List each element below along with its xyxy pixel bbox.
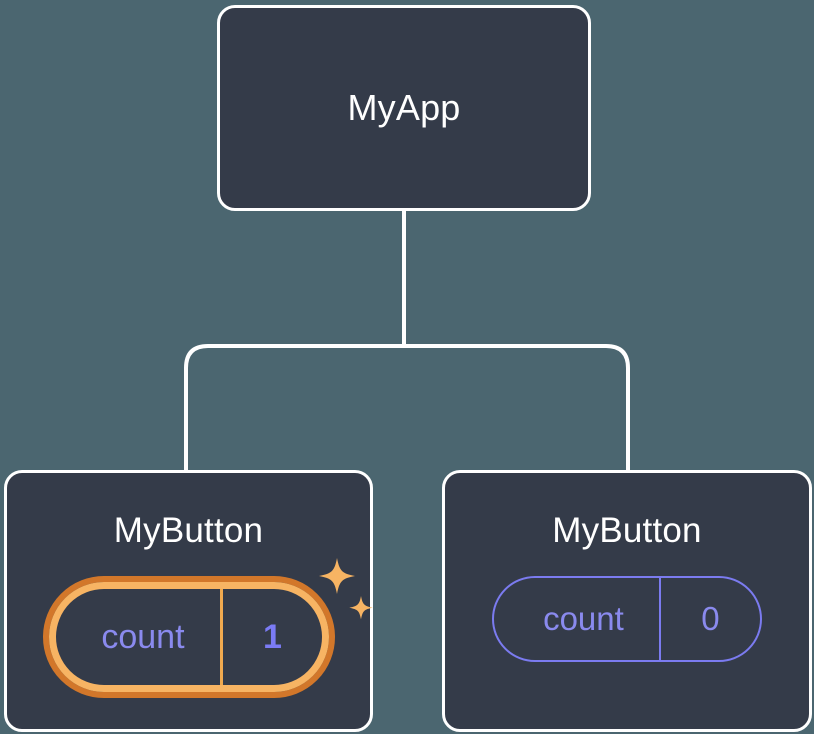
state-value-label: 1 <box>220 589 321 685</box>
sparkle-large-icon <box>318 558 355 594</box>
state-key-label: count <box>101 617 185 656</box>
state-pill-wrapper-left: count 1 <box>42 558 373 698</box>
component-node-label: MyButton <box>552 511 702 550</box>
component-node-mybutton-right[interactable]: MyButton count 0 <box>442 470 812 732</box>
state-value-label: 0 <box>658 578 760 660</box>
state-key-label: count <box>543 600 624 637</box>
state-pill-highlighted[interactable]: count 1 <box>42 576 335 698</box>
component-node-myapp[interactable]: MyApp <box>217 5 591 211</box>
state-pill-plain[interactable]: count 0 <box>492 576 762 662</box>
component-node-label: MyButton <box>113 511 264 550</box>
connector-branch-bar <box>184 344 630 470</box>
state-pill-wrapper-right: count 0 <box>492 576 762 662</box>
sparkle-small-icon <box>348 596 373 620</box>
component-node-mybutton-left[interactable]: MyButton count 1 <box>4 470 373 732</box>
state-pill-inner: count 1 <box>48 582 329 692</box>
component-node-label: MyApp <box>347 87 461 128</box>
